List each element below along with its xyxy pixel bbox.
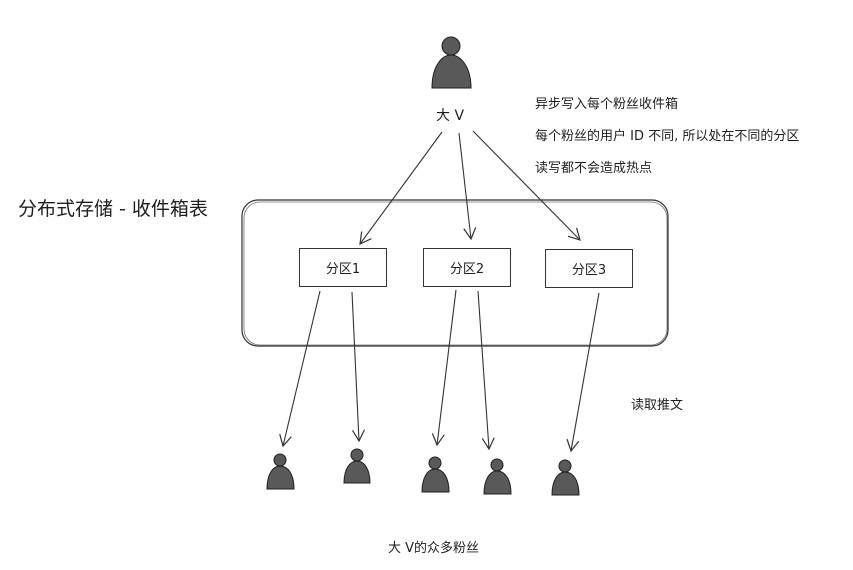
- note-async-write: 异步写入每个粉丝收件箱: [535, 97, 679, 112]
- read-tweets-label: 读取推文: [631, 398, 684, 413]
- note-no-hotspot: 读写都不会造成热点: [535, 161, 653, 176]
- fan-user-icon: [421, 456, 450, 493]
- arrow-partition3-to-fan5: [566, 292, 600, 453]
- arrow-partition1-to-fan2: [351, 291, 366, 443]
- big-v-user-icon: [431, 36, 472, 89]
- fan-user-icon: [551, 459, 580, 496]
- note-different-partitions: 每个粉丝的用户 ID 不同, 所以处在不同的分区: [535, 129, 800, 144]
- fan-user-icon: [266, 453, 295, 490]
- arrow-partition2-to-fan4: [477, 290, 495, 451]
- fan-user-icon: [343, 448, 371, 484]
- diagram-title: 分布式存储 - 收件箱表: [18, 198, 208, 220]
- arrow-bigv-to-partition3: [472, 130, 581, 241]
- read-arrows: [279, 289, 600, 453]
- arrow-bigv-to-partition1: [359, 131, 443, 246]
- big-v-label: 大 V: [436, 108, 465, 124]
- arrow-partition1-to-fan1: [279, 290, 321, 448]
- storage-container: [241, 199, 669, 347]
- write-arrows: [359, 130, 581, 246]
- arrow-bigv-to-partition2: [458, 132, 477, 241]
- partition-2-label: 分区2: [449, 262, 485, 277]
- partition-2-box: 分区2: [423, 248, 511, 287]
- partition-3-box: 分区3: [545, 249, 633, 288]
- arrow-partition2-to-fan3: [431, 289, 457, 447]
- partition-3-label: 分区3: [571, 263, 607, 278]
- fans-label: 大 V的众多粉丝: [388, 541, 480, 556]
- partition-1-label: 分区1: [325, 262, 361, 277]
- fan-user-icon: [483, 458, 512, 495]
- partition-1-box: 分区1: [299, 248, 387, 287]
